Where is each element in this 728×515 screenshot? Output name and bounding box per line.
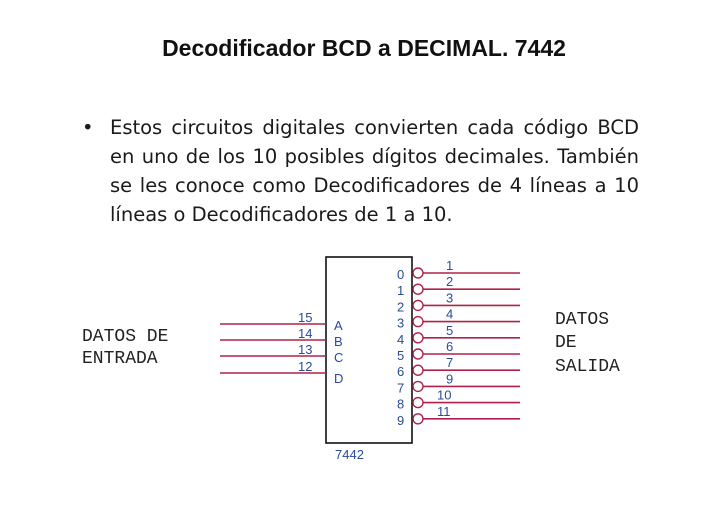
input-pin-number: 14: [298, 326, 312, 341]
inverter-bubble: [412, 396, 424, 409]
output-pin-number: 1: [446, 258, 453, 273]
output-pin-number: 11: [437, 404, 451, 419]
output-pin-number: 4: [446, 307, 453, 322]
output-pin-digit: 0: [397, 267, 404, 282]
output-pin-digit: 8: [397, 397, 404, 412]
input-pin-letter: D: [334, 371, 343, 386]
output-caption-line3: SALIDA: [555, 357, 620, 377]
output-pin-digit: 9: [397, 413, 404, 428]
bullet-paragraph: • Estos circuitos digitales convierten c…: [82, 113, 639, 229]
input-pin-number: 12: [298, 359, 312, 374]
slide-title: Decodificador BCD a DECIMAL. 7442: [162, 35, 566, 61]
output-pin-digit: 7: [397, 380, 404, 395]
input-pin-number: 13: [298, 342, 312, 357]
inverter-bubble: [412, 299, 424, 312]
bullet-marker: •: [82, 116, 94, 139]
output-pin-digit: 1: [397, 283, 404, 298]
output-pin-digit: 5: [397, 348, 404, 363]
output-pin-number: 5: [446, 323, 453, 338]
output-pin-digit: 4: [397, 332, 404, 347]
inverter-bubble: [412, 380, 424, 393]
inverter-bubble: [412, 348, 424, 360]
input-pin-letter: B: [334, 334, 343, 349]
inverter-bubble: [412, 364, 424, 376]
chip-label: 7442: [335, 447, 364, 462]
output-pin-digit: 6: [397, 364, 404, 379]
output-pin-number: 6: [446, 339, 453, 354]
input-pin-letter: A: [334, 318, 343, 333]
inverter-bubble: [412, 283, 424, 295]
chip-body: [325, 256, 413, 444]
inverter-bubble: [412, 332, 424, 344]
input-pin-letter: C: [334, 350, 343, 365]
inverter-bubble: [412, 413, 424, 425]
output-caption-line2: DE: [555, 333, 577, 353]
output-pin-digit: 3: [397, 316, 404, 331]
output-caption-line1: DATOS: [555, 310, 609, 330]
inverter-bubble: [412, 315, 424, 328]
input-pin-number: 15: [298, 310, 312, 325]
input-caption-line2: ENTRADA: [82, 349, 158, 369]
bullet-text: Estos circuitos digitales convierten cad…: [110, 116, 639, 226]
input-caption-line1: DATOS DE: [82, 327, 168, 347]
output-pin-number: 10: [437, 388, 451, 403]
inverter-bubble: [412, 267, 424, 279]
output-pin-number: 7: [446, 355, 453, 370]
output-pin-number: 9: [446, 371, 453, 386]
output-pin-number: 2: [446, 274, 453, 289]
output-pin-digit: 2: [397, 299, 404, 314]
output-pin-number: 3: [446, 290, 453, 305]
